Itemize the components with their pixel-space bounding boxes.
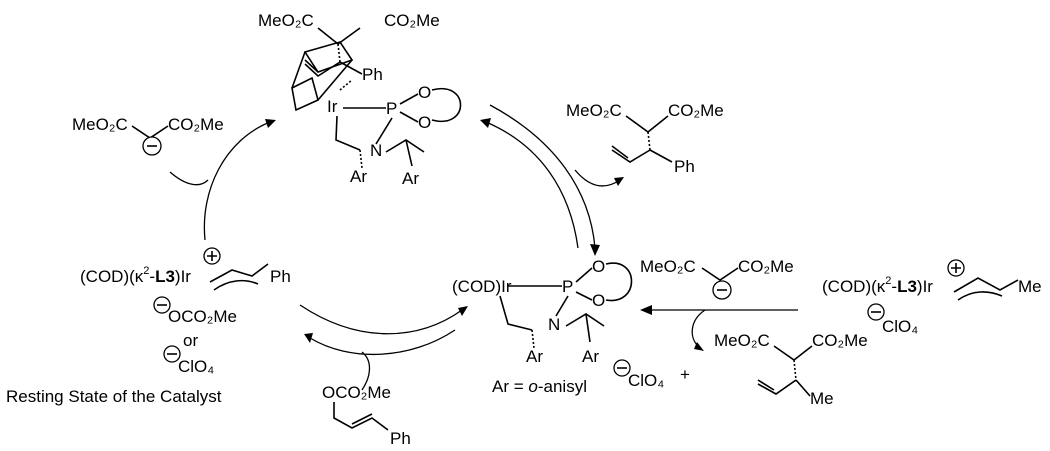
arrow-carbonate-in bbox=[361, 351, 371, 391]
product-hash bbox=[647, 131, 651, 151]
top-phenyl: Ph bbox=[362, 65, 383, 84]
product-ester-a: MeO₂C bbox=[566, 101, 622, 120]
arrow-right-down-head bbox=[590, 244, 600, 256]
phenyl-product: MeO₂C CO₂Me Ph bbox=[566, 101, 724, 176]
center-cod-ir: (COD)Ir bbox=[452, 277, 512, 296]
arrow-bottom-left-head bbox=[304, 333, 313, 343]
top-phosphorus: P bbox=[386, 99, 397, 118]
malonate-left-ester-a: MeO₂C bbox=[72, 115, 128, 134]
center-binol-arc bbox=[605, 262, 633, 302]
resting-phenyl: Ph bbox=[270, 267, 291, 286]
p-o-bonds bbox=[399, 93, 419, 123]
top-aryl-left: Ar bbox=[350, 167, 367, 186]
center-phosphorus: P bbox=[562, 277, 573, 296]
arrow-right-down bbox=[489, 104, 596, 249]
malonate-right-ester-a: MeO₂C bbox=[640, 257, 696, 276]
malonate-left-backbone bbox=[131, 125, 169, 139]
arrow-right-up bbox=[485, 121, 579, 249]
resting-counterion-perchlorate: ClO₄ bbox=[178, 357, 214, 376]
top-malonate-ester-right: CO₂Me bbox=[384, 11, 440, 30]
byproduct-plus: + bbox=[680, 365, 690, 384]
center-phenethyl bbox=[565, 313, 605, 343]
top-aryl-right: Ar bbox=[402, 169, 419, 188]
byproduct-perchlorate: ClO₄ bbox=[628, 371, 664, 390]
center-metallacycle bbox=[499, 295, 569, 331]
top-binol-arc bbox=[431, 87, 462, 123]
top-metallacycle-bonds bbox=[335, 115, 393, 151]
aryl-definition: Ar = o-anisyl bbox=[492, 377, 587, 396]
activation-byproducts: ClO₄ + MeO₂C CO₂Me Me bbox=[613, 331, 868, 408]
top-malonate-ester-left: MeO₂C bbox=[258, 11, 314, 30]
arrow-product-out bbox=[574, 169, 621, 187]
center-aryl-right: Ar bbox=[582, 347, 599, 366]
methyl-product-allyl bbox=[757, 379, 811, 397]
product-phenyl: Ph bbox=[674, 157, 695, 176]
center-oxygen-upper: O bbox=[592, 257, 605, 276]
ir-alkene-hash bbox=[339, 79, 353, 91]
product-allyl bbox=[611, 145, 673, 163]
malonate-right: MeO₂C CO₂Me bbox=[640, 257, 794, 300]
top-ir-label: Ir bbox=[327, 97, 338, 116]
arrow-activation-head bbox=[640, 305, 652, 315]
plus-sign bbox=[207, 251, 217, 261]
resting-formula-prefix: (COD)(κ2-L3)Ir bbox=[80, 265, 191, 286]
center-p-o-bonds bbox=[575, 267, 593, 301]
carbonate-phenyl: Ph bbox=[390, 429, 411, 448]
arrow-left-upper-head bbox=[265, 119, 276, 128]
product-ester-b: CO₂Me bbox=[668, 101, 724, 120]
product-backbone bbox=[625, 115, 669, 134]
top-ar-hash bbox=[359, 149, 363, 169]
resting-allyl bbox=[209, 263, 269, 291]
cinnamyl-carbonate: OCO₂Me Ph bbox=[322, 383, 411, 448]
carbonate-group: OCO₂Me bbox=[322, 383, 391, 402]
catalytic-cycle-arrows bbox=[169, 104, 798, 391]
top-ir-product-complex: MeO₂C CO₂Me Ph Ir P O O N Ar Ar bbox=[258, 11, 462, 188]
arrow-left-upper bbox=[203, 121, 271, 241]
arrow-right-up-head bbox=[480, 118, 491, 128]
malonate-left: MeO₂C CO₂Me bbox=[72, 115, 224, 156]
arrow-bottom-left bbox=[309, 329, 456, 356]
malonate-left-ester-b: CO₂Me bbox=[168, 115, 224, 134]
resting-state-complex: (COD)(κ2-L3)Ir Ph OCO₂Me or ClO₄ Resting… bbox=[6, 247, 291, 406]
malonate-right-ester-b: CO₂Me bbox=[738, 257, 794, 276]
arrow-byproduct-out bbox=[691, 309, 706, 349]
methyl-product-ester-a: MeO₂C bbox=[714, 331, 770, 350]
crotyl-formula-prefix: (COD)(κ2-L3)Ir bbox=[822, 275, 933, 296]
cod-bottom-ring bbox=[291, 76, 319, 112]
crotyl-methyl: Me bbox=[1018, 277, 1042, 296]
methyl-product-ester-b: CO₂Me bbox=[812, 331, 868, 350]
malonate-right-backbone bbox=[701, 267, 739, 281]
arrow-malonate-in bbox=[169, 171, 209, 186]
crotyl-allyl bbox=[953, 277, 1019, 301]
arrow-product-out-head bbox=[614, 177, 624, 186]
center-oxygen-lower: O bbox=[592, 291, 605, 310]
active-catalyst-complex: (COD)Ir P O O N Ar Ar Ar = o-anisyl bbox=[452, 257, 633, 396]
center-aryl-left: Ar bbox=[526, 347, 543, 366]
crotyl-complex: (COD)(κ2-L3)Ir Me ClO₄ bbox=[822, 259, 1042, 336]
center-nitrogen: N bbox=[548, 315, 560, 334]
methyl-product-hash bbox=[793, 359, 797, 381]
top-malonate-hash-bond bbox=[337, 43, 341, 63]
top-oxygen-upper: O bbox=[418, 83, 431, 102]
top-nitrogen: N bbox=[370, 141, 382, 160]
resting-state-caption: Resting State of the Catalyst bbox=[6, 387, 222, 406]
top-oxygen-lower: O bbox=[418, 113, 431, 132]
top-phenethyl bbox=[385, 139, 425, 167]
arrow-bottom-right-head bbox=[458, 306, 468, 316]
arrow-byproduct-out-head bbox=[694, 342, 704, 351]
arrow-bottom-right bbox=[299, 304, 463, 335]
methyl-product-backbone bbox=[773, 345, 813, 361]
methyl-product-methyl: Me bbox=[810, 389, 834, 408]
resting-or: or bbox=[183, 331, 198, 350]
crotyl-counterion: ClO₄ bbox=[882, 317, 918, 336]
center-ar-hash bbox=[531, 329, 535, 349]
resting-counterion-carbonate: OCO₂Me bbox=[168, 307, 237, 326]
cod-bridges bbox=[291, 51, 353, 101]
carbonate-chain bbox=[333, 402, 389, 431]
plus-sign bbox=[951, 263, 961, 273]
